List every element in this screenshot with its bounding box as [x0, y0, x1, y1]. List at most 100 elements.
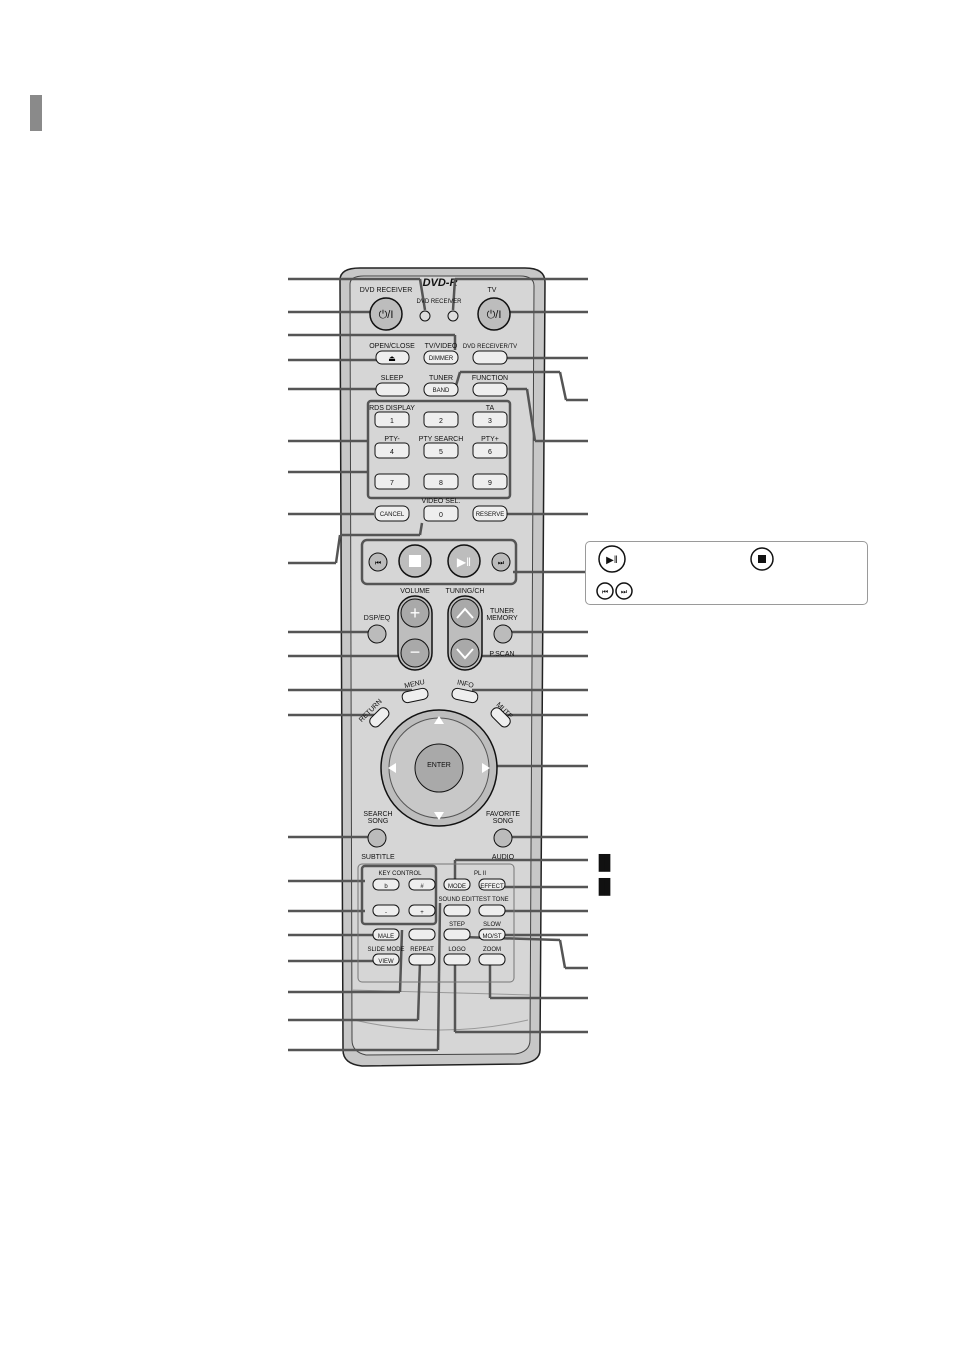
tuner-memory-button[interactable] [493, 624, 513, 644]
mute-button[interactable] [489, 706, 512, 729]
audio-label: AUDIO [492, 854, 515, 861]
zoom-button[interactable] [478, 953, 506, 966]
arrow-up-button[interactable] [434, 716, 444, 724]
logo-button[interactable] [443, 953, 471, 966]
p-scan-label: P.SCAN [489, 651, 514, 658]
test-tone-button[interactable] [478, 904, 506, 917]
cancel-button[interactable]: CANCEL [374, 505, 410, 522]
band-label: BAND [433, 388, 450, 394]
digit-9-button[interactable]: 9 [472, 473, 508, 490]
band-button[interactable] [423, 382, 459, 397]
function-label: FUNCTION [472, 375, 508, 382]
tv-video-label: TV/VIDEO [425, 343, 458, 350]
tuning-down-button[interactable] [450, 638, 480, 668]
mode-label: MODE [448, 884, 466, 890]
dvd-receiver-tv-button[interactable] [472, 350, 508, 365]
digit-label: 7 [390, 480, 394, 487]
dolby-logo-icon: ▐▌ [593, 878, 617, 896]
enter-button[interactable] [414, 743, 464, 793]
skip-forward-button[interactable] [491, 552, 511, 572]
digit-0-button[interactable]: 0 [423, 505, 459, 522]
dvd-receiver-tv-label: DVD RECEIVER/TV [463, 344, 517, 350]
subtitle-label: SUBTITLE [361, 854, 395, 861]
digit-8-button[interactable]: 8 [423, 473, 459, 490]
digit-2-button[interactable]: 2 [423, 411, 459, 428]
step-button[interactable] [443, 928, 471, 941]
male-button[interactable]: MALE [372, 928, 400, 941]
digit-label: 4 [390, 449, 394, 456]
power-icon: ⏻/I [379, 309, 394, 321]
pl2-effect-button[interactable]: EFFECT [478, 878, 506, 891]
section-marker-bar [30, 95, 42, 131]
sound-edit-button[interactable] [443, 904, 471, 917]
return-button[interactable] [368, 706, 391, 729]
svg-text:DVD-R: DVD-R [423, 277, 458, 289]
digit-label: 1 [390, 418, 394, 425]
info-button[interactable] [451, 687, 479, 704]
digit-5-button[interactable]: 5 [423, 442, 459, 459]
repeat-button[interactable] [408, 953, 436, 966]
skip-forward-icon [615, 582, 633, 600]
stop-icon [409, 555, 421, 567]
favorite-song-button[interactable] [493, 828, 513, 848]
search-song-button[interactable] [367, 828, 387, 848]
skip-back-icon: ⏮ [375, 560, 381, 567]
flat-label: b [384, 884, 388, 890]
open-close-button[interactable] [375, 350, 410, 365]
number-group-frame [366, 399, 512, 500]
digit-3-button[interactable]: 3 [472, 411, 508, 428]
digit-4-button[interactable]: 4 [374, 442, 410, 459]
digit-label: 2 [439, 418, 443, 425]
menu-button[interactable] [401, 687, 429, 704]
arrow-right-button[interactable] [482, 763, 490, 773]
view-button[interactable]: VIEW [372, 953, 400, 966]
volume-down-button[interactable] [400, 638, 430, 668]
arrow-down-button[interactable] [434, 812, 444, 820]
view-label: VIEW [378, 959, 394, 965]
echo-minus-button[interactable]: - [372, 904, 400, 917]
mo-st-button[interactable]: MO/ST [478, 928, 506, 941]
skip-back-button[interactable] [368, 552, 388, 572]
svg-text:▶‖: ▶‖ [606, 555, 618, 566]
pty-minus-label: PTY- [384, 436, 400, 443]
tuning-up-button[interactable] [450, 598, 480, 628]
volume-up-button[interactable] [400, 598, 430, 628]
skip-forward-icon: ⏭ [498, 560, 505, 567]
legend-icons: ▶‖ ⏮ ⏭ [596, 545, 774, 600]
digit-label: 5 [439, 449, 443, 456]
tuning-ch-label: TUNING/CH [446, 588, 485, 595]
play-pause-button[interactable] [447, 544, 481, 578]
pty-plus-label: PTY+ [481, 436, 499, 443]
volume-label: VOLUME [400, 588, 430, 595]
key-sharp-button[interactable]: # [408, 878, 436, 891]
function-button[interactable] [472, 382, 508, 397]
test-tone-label: TEST TONE [475, 897, 508, 903]
digit-6-button[interactable]: 6 [472, 442, 508, 459]
ta-label: TA [486, 405, 495, 412]
eject-icon: ⏏ [388, 354, 396, 363]
echo-plus-button[interactable]: + [408, 904, 436, 917]
key-flat-button[interactable]: b [372, 878, 400, 891]
svg-text:⏭: ⏭ [621, 589, 628, 596]
mo-st-label: MO/ST [483, 934, 502, 940]
effect-label: EFFECT [480, 884, 504, 890]
arrow-left-button[interactable] [388, 763, 396, 773]
reserve-button[interactable]: RESERVE [472, 505, 508, 522]
search-song-label-2: SONG [368, 818, 389, 825]
digit-7-button[interactable]: 7 [374, 473, 410, 490]
pl2-mode-button[interactable]: MODE [443, 878, 471, 891]
digit-1-button[interactable]: 1 [374, 411, 410, 428]
dsp-eq-button[interactable] [367, 624, 387, 644]
transport-group-frame [360, 538, 518, 586]
cancel-label: CANCEL [380, 512, 405, 518]
dvd-receiver-power-button[interactable] [369, 297, 403, 331]
dimmer-button[interactable] [423, 350, 459, 365]
plus-icon: + [410, 603, 421, 623]
rds-display-label: RDS DISPLAY [369, 405, 415, 412]
female-button[interactable] [408, 928, 436, 941]
sleep-button[interactable] [375, 382, 410, 397]
tv-power-button[interactable] [477, 297, 511, 331]
male-label: MALE [378, 934, 394, 940]
tuner-label: TUNER [429, 375, 453, 382]
chevron-down-icon [456, 648, 474, 660]
